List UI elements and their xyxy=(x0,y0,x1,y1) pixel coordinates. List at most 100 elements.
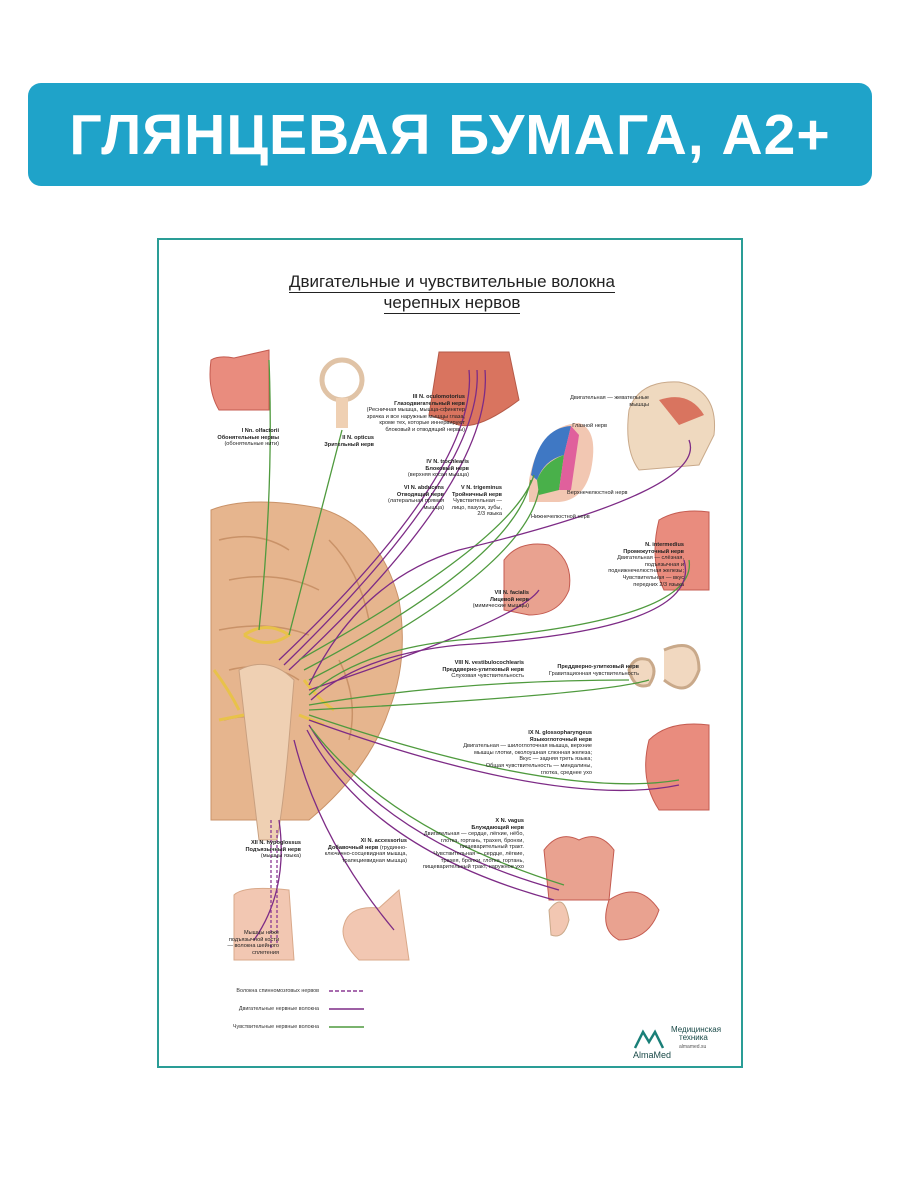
intermedius-sensory-path xyxy=(308,559,690,696)
latin: III N. oculomotorius xyxy=(412,394,465,400)
intermedius-motor-path xyxy=(310,559,687,701)
latin: V N. trigeminus xyxy=(460,485,502,491)
vagus-sensory-path xyxy=(310,727,565,886)
accessory-path xyxy=(293,739,395,931)
name: Обонятельные нервы xyxy=(217,434,279,441)
maxillary-zone xyxy=(537,455,564,495)
desc: кроме тех, которые иннервируют xyxy=(379,420,465,427)
name: Промежуточный нерв xyxy=(623,548,684,555)
neck-accessory-illustration xyxy=(342,889,410,961)
name: Добавочный нерв xyxy=(327,844,379,851)
vagus-motor-paths xyxy=(306,724,560,901)
desc: трапециевидная мышца) xyxy=(341,857,407,864)
brain-illustration xyxy=(210,501,403,821)
logo-brand: AlmaMed xyxy=(633,1050,672,1060)
head-section-intermedius xyxy=(654,510,710,591)
label-mandibular: Нижнечелюстной нерв xyxy=(531,514,590,520)
name: Зрительный нерв xyxy=(324,441,374,448)
desc: сплетения xyxy=(252,949,279,956)
logo-site: almamed.su xyxy=(679,1044,707,1050)
title-banner: ГЛЯНЦЕВАЯ БУМАГА, А2+ xyxy=(28,83,872,186)
desc: (обонятельные нити) xyxy=(224,441,279,448)
legend-spinal: Волокна спинномозговых нервов xyxy=(236,988,319,994)
trigeminal-motor-path xyxy=(308,439,692,686)
desc: трахея, бронхи, глотка, гортань, xyxy=(440,857,524,864)
legend-sensory: Чувствительные нервные волокна xyxy=(232,1024,319,1030)
brainstem-illustration xyxy=(238,663,295,841)
latin: X N. vagus xyxy=(495,818,524,824)
ophthalmic-zone xyxy=(531,426,571,480)
desc: лицо, пазухи, зубы, xyxy=(451,504,502,511)
intestine-illustration xyxy=(605,891,660,941)
name: Блоковый нерв xyxy=(425,465,469,472)
name: Преддверно-улитковый нерв xyxy=(557,664,639,670)
name: Языкоглоточный нерв xyxy=(529,736,592,743)
desc: глотка, гортань, трахея, бронхи, xyxy=(440,837,524,844)
tagline-2: техника xyxy=(679,1033,708,1042)
desc: Чувствительная — сердце, лёгкие, xyxy=(433,850,524,857)
latin: VIII N. vestibulocochlearis xyxy=(454,660,524,666)
desc: блоковый и отводящий нервы) xyxy=(385,426,465,433)
title-line-1: Двигательные и чувствительные волокна xyxy=(288,272,616,293)
desc: Двигательная — жевательные xyxy=(570,395,649,401)
latin: XI N. accessorius xyxy=(360,838,407,844)
desc: Мышцы ниже xyxy=(243,930,279,936)
latin: I Nn. olfactorii xyxy=(241,428,279,434)
name: Тройничный нерв xyxy=(451,491,502,498)
ear-illustration xyxy=(548,901,570,937)
desc: Двигательная — шилоглоточная мышца, верх… xyxy=(463,743,592,750)
name: Отводящий нерв xyxy=(396,491,444,498)
name: Блуждающий нерв xyxy=(471,824,524,831)
desc: мышца) xyxy=(423,504,444,511)
latin: N. intermedius xyxy=(645,542,684,548)
desc: Общая чувствительность — миндалины, xyxy=(485,762,592,769)
eye-illustration xyxy=(319,357,365,403)
desc: Чувствительная — xyxy=(453,498,502,505)
facial-motor-path xyxy=(308,589,540,691)
desc: подъязычная и xyxy=(644,561,684,568)
desc: (мышцы языка) xyxy=(260,853,301,860)
desc: Вкус — задняя треть языка; xyxy=(519,756,592,763)
desc: передних 2/3 языка xyxy=(633,581,684,588)
nose-illustration xyxy=(209,349,270,411)
desc: (верхняя косая мышца) xyxy=(407,472,469,479)
name: Подъязычный нерв xyxy=(245,846,301,853)
latin: VII N. facialis xyxy=(494,590,529,596)
title-line-2: черепных нервов xyxy=(383,293,521,314)
latin: IV N. trochlearis xyxy=(426,459,469,465)
mandibular-zone xyxy=(559,426,579,490)
desc: подъязычной кости xyxy=(228,936,279,943)
latin: XII N. hypoglossus xyxy=(250,840,301,846)
head-facial-illustration xyxy=(503,543,571,616)
orbit-illustration xyxy=(428,351,520,427)
desc: пищеварительный тракт, наружное ухо xyxy=(422,864,524,871)
desc: мышцы глотки, околоушная слюнная железа; xyxy=(474,749,592,756)
olfactory-nerve-path xyxy=(258,359,271,631)
eye-motor-nerve-paths xyxy=(278,369,487,671)
trigeminal-sensory-paths xyxy=(298,474,540,681)
nerve-roots xyxy=(212,669,335,727)
desc: Чувствительная — вкус xyxy=(622,574,684,581)
label-maxillary: Верхнечелюстной нерв xyxy=(567,490,628,496)
nerve-illustration xyxy=(209,349,716,1049)
desc: Двигательная — слёзная, xyxy=(617,555,684,562)
banner-text: ГЛЯНЦЕВАЯ БУМАГА, А2+ xyxy=(69,102,831,167)
label-ophthalmic: Глазной нерв xyxy=(572,423,607,429)
inner-ear-illustration xyxy=(627,644,701,690)
desc: Гравитационная чувствительность xyxy=(548,670,639,677)
vestibulocochlear-paths xyxy=(308,679,650,711)
